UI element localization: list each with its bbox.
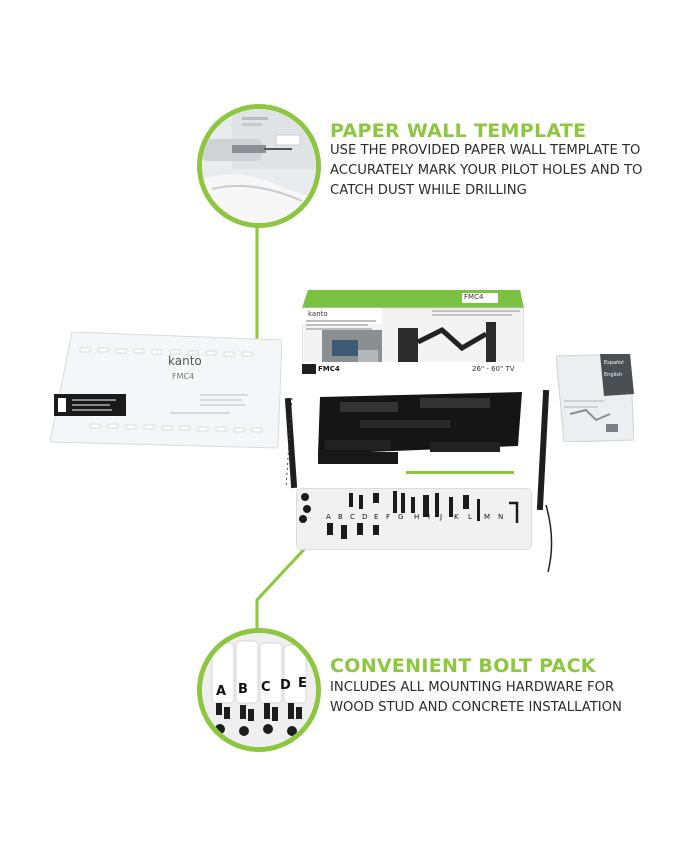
- bolt-desc-line: INCLUDES ALL MOUNTING HARDWARE FOR: [330, 680, 615, 695]
- zoom-label-e: E: [298, 676, 307, 691]
- bolt-label-h: H: [414, 513, 419, 521]
- bolt-feature-heading: CONVENIENT BOLT PACK: [330, 655, 596, 677]
- box-brand-label: kanto: [308, 310, 328, 318]
- bolt-label-e: E: [374, 513, 378, 521]
- bolt-label-a: A: [326, 513, 331, 521]
- product-box: kanto FMC4 FMC4 26" - 60" TV: [301, 290, 525, 377]
- manual-lang-2: English: [604, 372, 623, 378]
- manual-lang-1: Español: [604, 360, 624, 366]
- bolt-label-l: L: [468, 513, 472, 521]
- template-brand-label: kanto: [168, 354, 202, 368]
- template-desc-line: CATCH DUST WHILE DRILLING: [330, 183, 527, 198]
- bolt-connector-line: [255, 528, 324, 640]
- bolt-label-n: N: [498, 513, 503, 521]
- zoom-label-c: C: [261, 680, 271, 695]
- bolt-label-k: K: [454, 513, 459, 521]
- template-feature-heading: PAPER WALL TEMPLATE: [330, 120, 587, 142]
- bolt-label-d: D: [362, 513, 367, 521]
- manual-graphic: [555, 353, 635, 443]
- template-desc-line: USE THE PROVIDED PAPER WALL TEMPLATE TO: [330, 143, 641, 158]
- zoom-label-a: A: [216, 684, 226, 699]
- zoom-letter-labels: A B C D E: [216, 676, 307, 699]
- bolt-label-c: C: [350, 513, 355, 521]
- bolt-feature-description: INCLUDES ALL MOUNTING HARDWARE FOR WOOD …: [330, 678, 622, 718]
- accent-bar: [406, 471, 514, 474]
- template-feature-description: USE THE PROVIDED PAPER WALL TEMPLATE TO …: [330, 141, 642, 201]
- box-side-model-label: FMC4: [464, 293, 484, 301]
- box-size-label: 26" - 60" TV: [472, 365, 515, 373]
- bolt-zoom-image: [202, 633, 316, 747]
- right-vertical-bracket: [536, 389, 553, 573]
- wall-plate: [318, 392, 522, 464]
- bolt-label-g: G: [398, 513, 403, 521]
- template-zoom-circle: [197, 104, 321, 228]
- template-model-label: FMC4: [172, 372, 195, 381]
- paper-template-graphic: [49, 331, 283, 449]
- bolt-label-i: I: [428, 513, 430, 521]
- zoom-label-d: D: [280, 678, 291, 693]
- bolt-zoom-circle: A B C D E: [197, 628, 321, 752]
- bolt-pack-graphic: [299, 491, 519, 539]
- bolt-pack-bag: [296, 488, 532, 550]
- bolt-desc-line: WOOD STUD AND CONCRETE INSTALLATION: [330, 700, 622, 715]
- template-desc-line: ACCURATELY MARK YOUR PILOT HOLES AND TO: [330, 163, 643, 178]
- zoom-label-b: B: [238, 682, 248, 697]
- bolt-label-m: M: [484, 513, 490, 521]
- instruction-manual: Español English: [555, 353, 635, 443]
- box-model-label: FMC4: [318, 365, 340, 373]
- bolt-label-f: F: [386, 513, 390, 521]
- left-vertical-bracket: [284, 397, 298, 489]
- template-zoom-image: [202, 109, 316, 223]
- bolt-label-j: J: [439, 513, 442, 521]
- bolt-label-b: B: [338, 513, 343, 521]
- product-box-graphic: [301, 290, 525, 377]
- bolt-letter-labels: A B C D E F G H I J K L M N: [326, 513, 503, 521]
- paper-template-sheet: kanto FMC4: [49, 331, 283, 452]
